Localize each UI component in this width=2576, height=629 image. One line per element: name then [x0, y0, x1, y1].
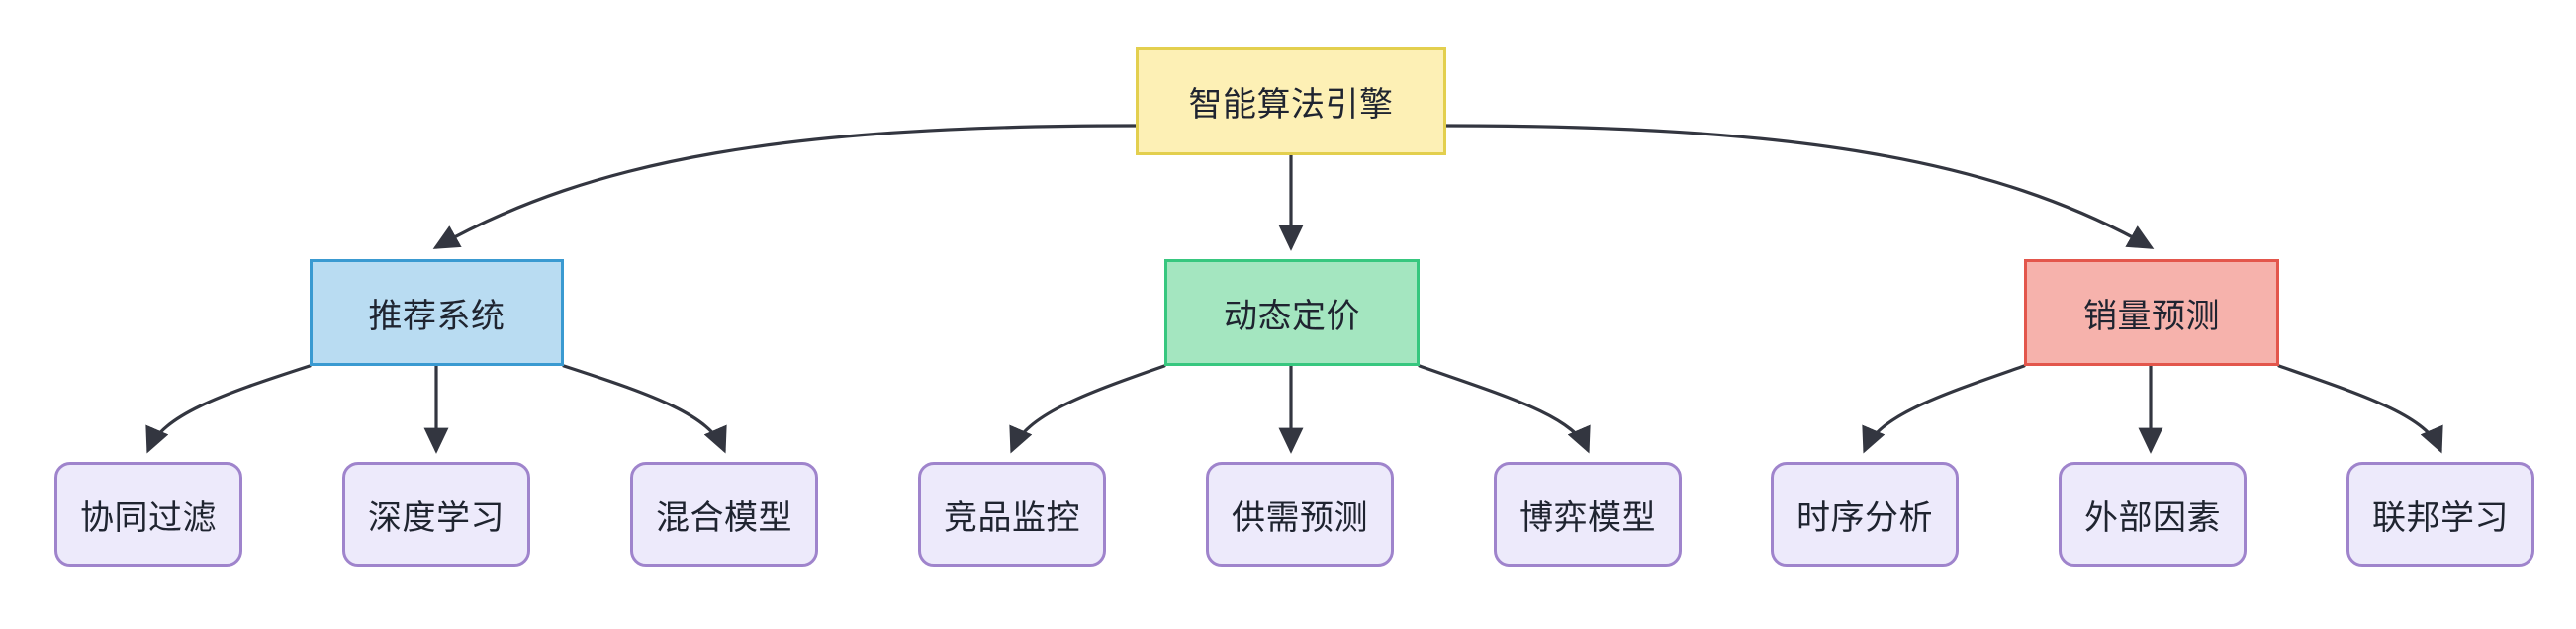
- edge-recommend-collaborative: [145, 364, 312, 454]
- node-leaf-federated-learning-label: 联邦学习: [2372, 498, 2509, 537]
- node-leaf-game-theory-model[interactable]: 博弈模型: [1494, 462, 1682, 567]
- node-leaf-collaborative-filtering[interactable]: 协同过滤: [54, 462, 242, 567]
- node-category-dynamic-pricing[interactable]: 动态定价: [1164, 259, 1420, 366]
- node-leaf-supply-demand-forecast-label: 供需预测: [1232, 498, 1368, 537]
- edge-root-recommend: [432, 124, 1138, 249]
- edge-forecast-federated: [2277, 364, 2443, 454]
- node-leaf-hybrid-model[interactable]: 混合模型: [630, 462, 818, 567]
- node-category-sales-forecast[interactable]: 销量预测: [2024, 259, 2279, 366]
- node-leaf-game-theory-model-label: 博弈模型: [1519, 498, 1656, 537]
- edge-pricing-competitor: [1009, 364, 1166, 454]
- node-category-sales-forecast-label: 销量预测: [2083, 297, 2220, 335]
- node-leaf-federated-learning[interactable]: 联邦学习: [2346, 462, 2534, 567]
- node-category-recommendation-system[interactable]: 推荐系统: [310, 259, 564, 366]
- edge-root-forecast: [1444, 124, 2155, 249]
- edge-forecast-timeseries: [1862, 364, 2026, 454]
- node-leaf-time-series-analysis-label: 时序分析: [1796, 498, 1933, 537]
- node-leaf-competitor-monitoring[interactable]: 竞品监控: [918, 462, 1106, 567]
- node-leaf-external-factors[interactable]: 外部因素: [2059, 462, 2247, 567]
- node-leaf-deep-learning-label: 深度学习: [368, 498, 505, 537]
- node-category-dynamic-pricing-label: 动态定价: [1224, 297, 1360, 335]
- node-leaf-external-factors-label: 外部因素: [2084, 498, 2221, 537]
- node-leaf-competitor-monitoring-label: 竞品监控: [944, 498, 1080, 537]
- node-leaf-hybrid-model-label: 混合模型: [656, 498, 792, 537]
- node-leaf-time-series-analysis[interactable]: 时序分析: [1771, 462, 1959, 567]
- node-leaf-deep-learning[interactable]: 深度学习: [342, 462, 530, 567]
- edge-recommend-hybrid: [562, 364, 727, 454]
- node-category-recommendation-system-label: 推荐系统: [368, 297, 506, 335]
- node-leaf-collaborative-filtering-label: 协同过滤: [80, 498, 217, 537]
- node-root-intelligent-algorithm-engine[interactable]: 智能算法引擎: [1136, 47, 1446, 155]
- edge-pricing-game: [1418, 364, 1591, 454]
- node-leaf-supply-demand-forecast[interactable]: 供需预测: [1206, 462, 1394, 567]
- node-root-label: 智能算法引擎: [1188, 86, 1394, 124]
